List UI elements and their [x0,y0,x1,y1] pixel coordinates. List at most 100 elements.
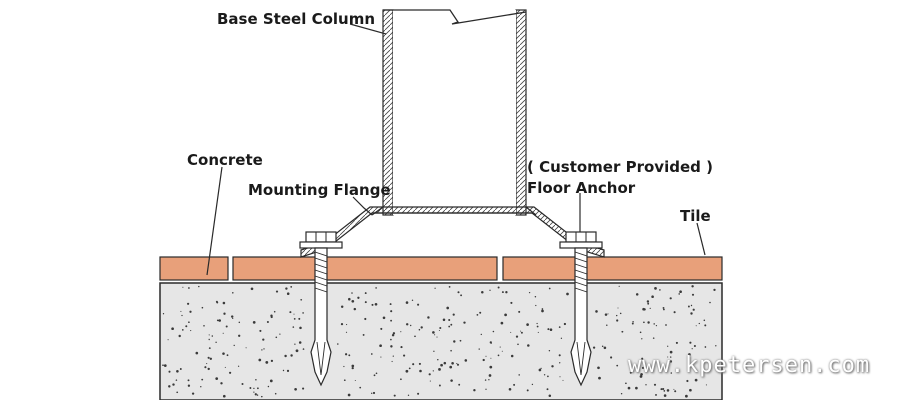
concrete-speckle [517,343,519,346]
concrete-speckle [182,286,184,288]
concrete-speckle [200,386,202,388]
concrete-speckle [163,364,167,367]
concrete-speckle [501,350,503,352]
concrete-speckle [703,319,706,322]
concrete-speckle [354,379,356,382]
concrete-speckle [691,285,694,288]
concrete-speckle [625,382,627,385]
concrete-speckle [181,329,184,331]
concrete-speckle [704,324,707,327]
concrete-speckle [518,374,520,376]
concrete-speckle [241,382,244,386]
concrete-speckle [662,308,665,311]
concrete-speckle [203,325,205,327]
concrete-speckle [689,341,692,344]
concrete-speckle [208,338,210,341]
concrete-speckle [191,392,195,395]
concrete-speckle [693,344,696,348]
concrete-speckle [222,332,224,334]
concrete-speckle [558,354,561,357]
concrete-speckle [442,318,446,322]
concrete-speckle [534,296,537,298]
concrete-speckle [479,311,482,314]
concrete-speckle [531,383,534,386]
concrete-speckle [222,301,226,305]
tile-left [159,256,229,281]
concrete-speckle [351,299,355,303]
concrete-speckle [438,368,441,371]
concrete-speckle [293,318,296,320]
concrete-speckle [178,334,181,338]
concrete-speckle [439,326,442,330]
concrete-speckle [259,329,262,332]
concrete-speckle [208,334,210,336]
concrete-speckle [669,350,673,354]
concrete-speckle [392,355,394,357]
concrete-speckle [460,294,463,297]
concrete-speckle [452,313,455,316]
concrete-speckle [437,358,439,361]
concrete-speckle [451,362,454,365]
concrete-speckle [407,394,410,396]
concrete-speckle [453,340,456,343]
concrete-speckle [233,344,235,347]
concrete-speckle [230,315,234,318]
concrete-speckle [290,354,293,357]
concrete-speckle [294,387,297,391]
concrete-speckle [405,301,409,304]
concrete-speckle [253,387,255,390]
concrete-speckle [490,357,492,359]
concrete-speckle [344,353,348,356]
concrete-speckle [652,337,655,339]
concrete-speckle [279,333,281,335]
concrete-speckle [168,385,171,388]
concrete-speckle [616,314,618,317]
concrete-speckle [501,291,504,294]
concrete-speckle [713,288,716,292]
concrete-speckle [198,285,200,288]
concrete-speckle [340,323,344,326]
concrete-speckle [168,370,171,373]
concrete-speckle [669,360,673,363]
concrete-speckle [450,323,453,326]
concrete-speckle [433,350,435,352]
concrete-speckle [167,339,169,341]
concrete-speckle [189,310,192,313]
concrete-speckle [224,366,226,368]
concrete-speckle [299,326,302,330]
concrete-speckle [294,343,296,345]
concrete-speckle [181,314,183,317]
concrete-speckle [436,336,438,338]
leader-flange [352,196,373,216]
concrete-speckle [389,303,392,306]
concrete-speckle [216,319,219,322]
concrete-speckle [695,325,697,327]
concrete-speckle [190,330,192,332]
concrete-speckle [450,349,452,352]
concrete-speckle [262,338,265,341]
concrete-speckle [629,371,632,374]
concrete-speckle [480,333,482,336]
concrete-speckle [687,305,690,308]
concrete-speckle [649,307,651,309]
concrete-speckle [400,331,402,333]
concrete-speckle [232,317,234,320]
concrete-speckle [484,379,487,381]
concrete-speckle [639,375,643,378]
concrete-speckle [408,367,411,370]
concrete-speckle [476,314,479,316]
concrete-speckle [270,315,273,319]
concrete-speckle [300,298,303,301]
concrete-speckle [187,379,190,382]
concrete-speckle [263,348,265,350]
concrete-speckle [375,372,378,375]
concrete-speckle [228,371,232,374]
concrete-speckle [429,380,431,382]
concrete-speckle [252,321,256,324]
concrete-speckle [222,352,225,355]
concrete-speckle [690,312,693,315]
concrete-speckle [631,322,634,325]
concrete-speckle [537,331,539,333]
concrete-speckle [559,362,561,364]
leader-column [349,23,387,35]
